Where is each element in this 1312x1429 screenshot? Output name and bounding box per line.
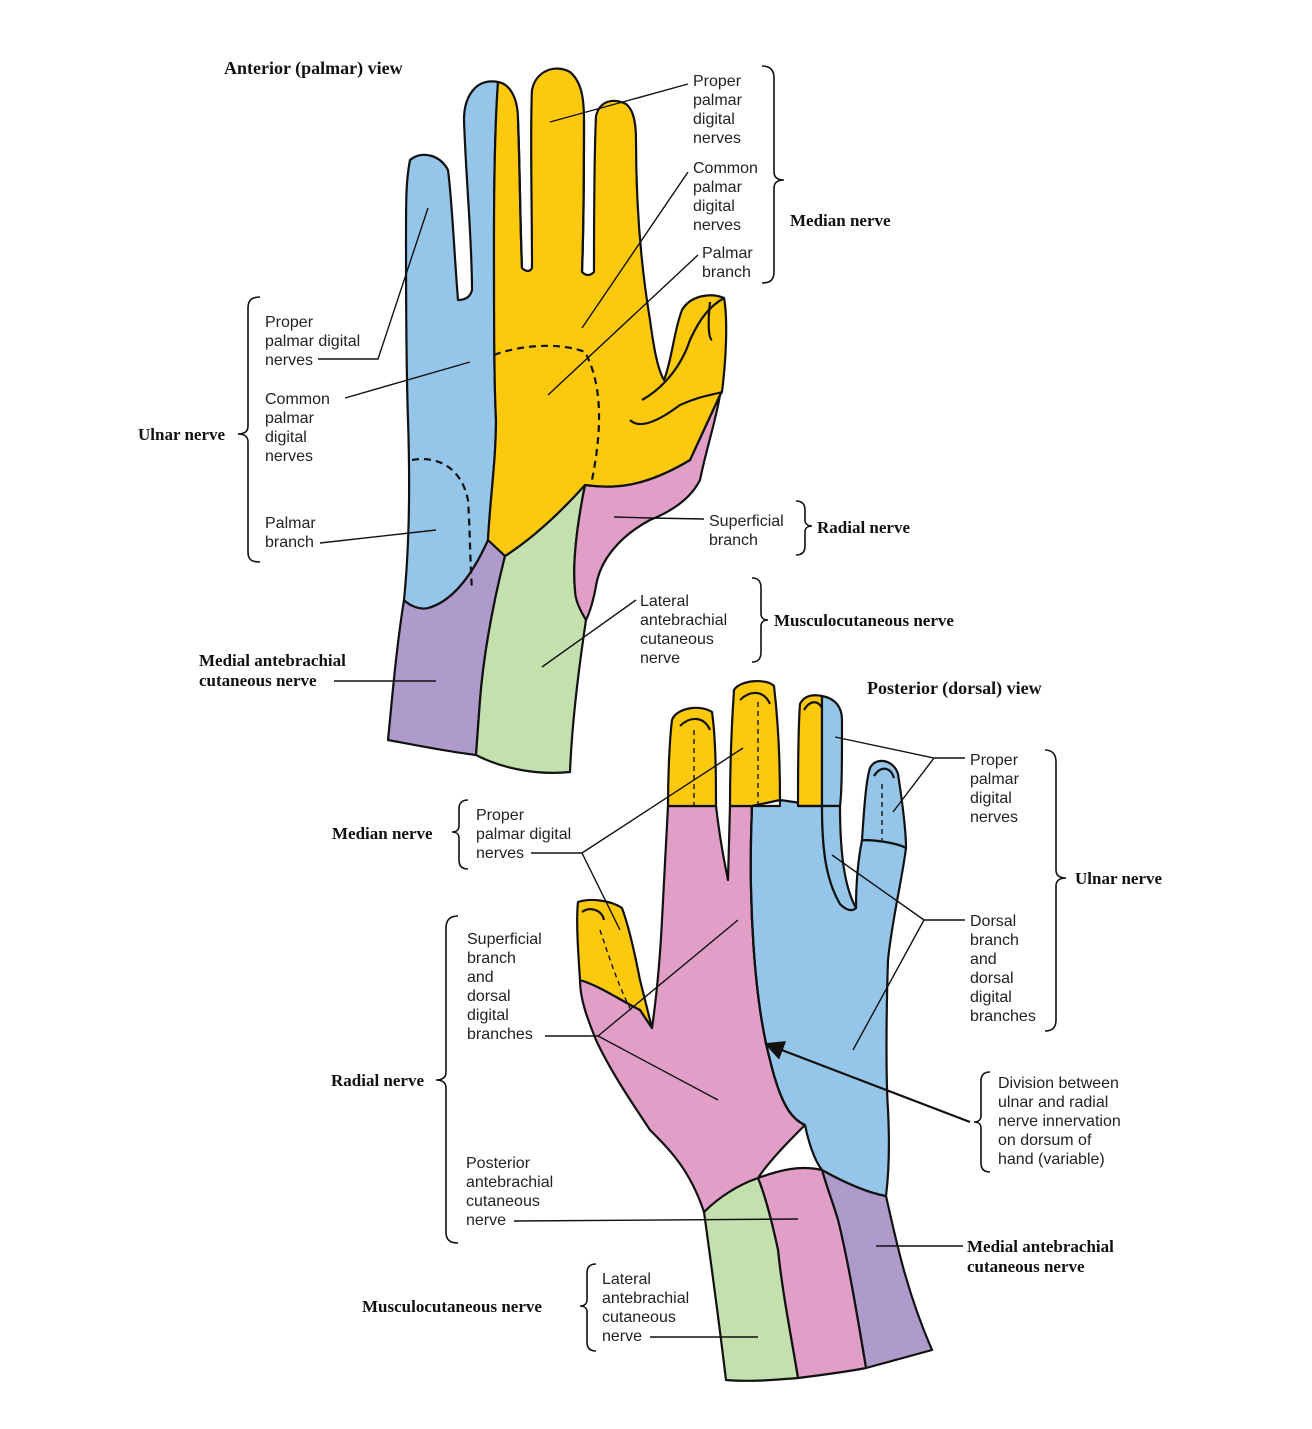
posterior-ring-tip-ulnar-region [820,694,844,808]
posterior-musculo-nerve-label: Musculocutaneous nerve [362,1297,542,1316]
anterior-median-region [486,67,728,558]
anterior-radial-nerve-label: Radial nerve [817,518,910,537]
posterior-index-tip-region [666,706,718,808]
posterior-ulnar-nerve-label: Ulnar nerve [1075,869,1162,888]
posterior-title: Posterior (dorsal) view [867,678,1042,699]
posterior-thumb-tip-region [576,898,654,1030]
posterior-median-nerve-label: Median nerve [332,824,433,843]
posterior-median-bracket [451,799,469,870]
posterior-radial-bracket [435,915,459,1244]
anterior-musculo-bracket [751,577,769,663]
anterior-median-bracket [761,65,785,284]
anterior-ulnar-region [402,80,500,610]
anterior-median-nerve-label: Median nerve [790,211,891,230]
posterior-musculo-bracket [579,1263,597,1352]
anterior-title: Anterior (palmar) view [224,58,403,79]
anterior-median-palmar-branch-boundary [493,344,601,481]
posterior-ring-tip-median-region [796,694,824,808]
posterior-ulnar-bracket [1044,749,1067,1032]
anterior-ulnar-bracket [237,296,261,563]
anterior-musculo-nerve-label: Musculocutaneous nerve [774,611,954,630]
anterior-ulnar-palmar-branch-boundary [411,457,474,591]
posterior-little-finger-region [860,759,908,850]
anterior-radial-bracket [795,500,813,556]
posterior-radial-nerve-label: Radial nerve [331,1071,424,1090]
anterior-ulnar-nerve-label: Ulnar nerve [138,425,225,444]
anterior-hand [386,67,728,774]
posterior-hand [576,680,934,1382]
posterior-middle-tip-region [728,680,782,808]
division-arrow [764,1041,971,1124]
